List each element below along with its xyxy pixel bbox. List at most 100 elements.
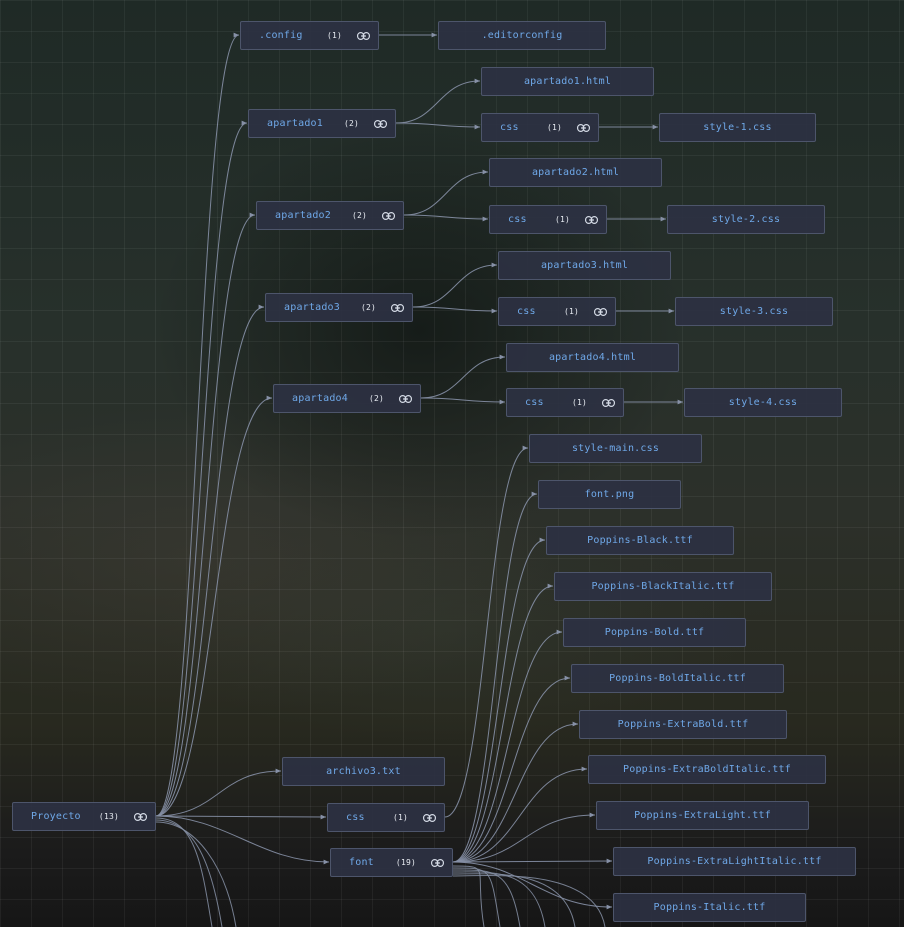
link-svg: [430, 858, 444, 867]
file-node[interactable]: Poppins-ExtraBold.ttf: [579, 710, 787, 739]
child-count: (1): [554, 215, 570, 224]
link-icon[interactable]: [430, 858, 444, 868]
connector-line: [395, 122, 481, 130]
link-icon[interactable]: [584, 215, 598, 225]
folder-node[interactable]: Proyecto(13): [12, 802, 156, 831]
file-name: style-2.css: [711, 214, 781, 225]
link-icon[interactable]: [398, 394, 412, 404]
file-node[interactable]: archivo3.txt: [282, 757, 445, 786]
folder-node[interactable]: font (19): [330, 848, 453, 877]
connector-line: [155, 32, 240, 817]
link-svg: [398, 394, 412, 403]
link-svg: [601, 398, 615, 407]
file-node[interactable]: Poppins-Bold.ttf: [563, 618, 746, 647]
file-name: apartado2.html: [531, 167, 620, 178]
file-node[interactable]: style-4.css: [684, 388, 842, 417]
connector-line: [452, 861, 613, 910]
file-node[interactable]: style-main.css: [529, 434, 702, 463]
file-name: Poppins-Black.ttf: [587, 535, 693, 546]
folder-node[interactable]: css (1): [489, 205, 607, 234]
link-svg: [584, 215, 598, 224]
connector-line: [452, 873, 576, 927]
folder-name: font: [349, 857, 374, 868]
file-name: font.png: [584, 489, 635, 500]
link-icon[interactable]: [381, 211, 395, 221]
folder-node[interactable]: apartado1(2): [248, 109, 396, 138]
folder-node[interactable]: .config(1): [240, 21, 379, 50]
file-node[interactable]: style-2.css: [667, 205, 825, 234]
file-node[interactable]: apartado2.html: [489, 158, 662, 187]
connector-line: [444, 445, 529, 818]
connector-line: [452, 871, 546, 927]
folder-node[interactable]: apartado2(2): [256, 201, 404, 230]
link-icon[interactable]: [390, 303, 404, 313]
file-name: Poppins-ExtraBoldItalic.ttf: [623, 764, 791, 775]
link-svg: [576, 123, 590, 132]
connector-line: [403, 214, 489, 222]
child-count: (1): [326, 31, 342, 40]
link-icon[interactable]: [593, 307, 607, 317]
connector-line: [412, 262, 498, 308]
link-icon[interactable]: [133, 812, 147, 822]
connector-line: [452, 537, 546, 863]
folder-node[interactable]: css(1): [506, 388, 624, 417]
child-count: (19): [395, 858, 416, 867]
file-node[interactable]: Poppins-ExtraLight.ttf: [596, 801, 809, 830]
file-node[interactable]: .editorconfig: [438, 21, 606, 50]
file-node[interactable]: apartado4.html: [506, 343, 679, 372]
file-name: apartado3.html: [540, 260, 629, 271]
connector-line: [412, 306, 498, 314]
folder-node[interactable]: css(1): [327, 803, 445, 832]
link-icon[interactable]: [356, 31, 370, 41]
connector-line: [452, 858, 613, 864]
connector-line: [155, 817, 213, 927]
link-icon[interactable]: [373, 119, 387, 129]
child-count: (1): [392, 813, 408, 822]
file-node[interactable]: Poppins-BoldItalic.ttf: [571, 664, 784, 693]
file-node[interactable]: apartado1.html: [481, 67, 654, 96]
connector-line: [452, 721, 579, 863]
connector-line: [452, 491, 538, 863]
file-name: apartado1.html: [523, 76, 612, 87]
folder-name: css: [525, 397, 544, 408]
file-node[interactable]: font.png: [538, 480, 681, 509]
folder-node[interactable]: apartado3(2): [265, 293, 413, 322]
connector-line: [452, 867, 501, 927]
file-name: .editorconfig: [481, 30, 563, 41]
file-name: style-main.css: [571, 443, 660, 454]
connector-line: [420, 397, 506, 405]
child-count: (2): [360, 303, 376, 312]
file-node[interactable]: Poppins-BlackItalic.ttf: [554, 572, 772, 601]
connector-line: [452, 869, 521, 927]
file-node[interactable]: style-3.css: [675, 297, 833, 326]
file-node[interactable]: style-1.css: [659, 113, 816, 142]
connector-line: [452, 675, 571, 863]
link-icon[interactable]: [601, 398, 615, 408]
file-node[interactable]: Poppins-Italic.ttf: [613, 893, 806, 922]
file-name: archivo3.txt: [326, 766, 401, 777]
file-name: Poppins-BoldItalic.ttf: [609, 673, 746, 684]
connector-line: [155, 304, 265, 817]
file-node[interactable]: Poppins-Black.ttf: [546, 526, 734, 555]
link-icon[interactable]: [576, 123, 590, 133]
folder-node[interactable]: css (1): [481, 113, 599, 142]
link-svg: [593, 307, 607, 316]
folder-node[interactable]: apartado4(2): [273, 384, 421, 413]
file-node[interactable]: Poppins-ExtraLightItalic.ttf: [613, 847, 856, 876]
connector-line: [452, 875, 606, 927]
folder-name: css: [517, 306, 536, 317]
file-node[interactable]: Poppins-ExtraBoldItalic.ttf: [588, 755, 826, 784]
connector-line: [395, 78, 481, 124]
file-name: style-3.css: [719, 306, 789, 317]
connector-line: [155, 815, 330, 865]
folder-name: css: [500, 122, 519, 133]
file-name: style-4.css: [728, 397, 798, 408]
file-node[interactable]: apartado3.html: [498, 251, 671, 280]
connector-line: [155, 819, 223, 927]
link-icon[interactable]: [422, 813, 436, 823]
link-svg: [373, 119, 387, 128]
child-count: (1): [546, 123, 562, 132]
folder-node[interactable]: css(1): [498, 297, 616, 326]
folder-name: css: [508, 214, 527, 225]
